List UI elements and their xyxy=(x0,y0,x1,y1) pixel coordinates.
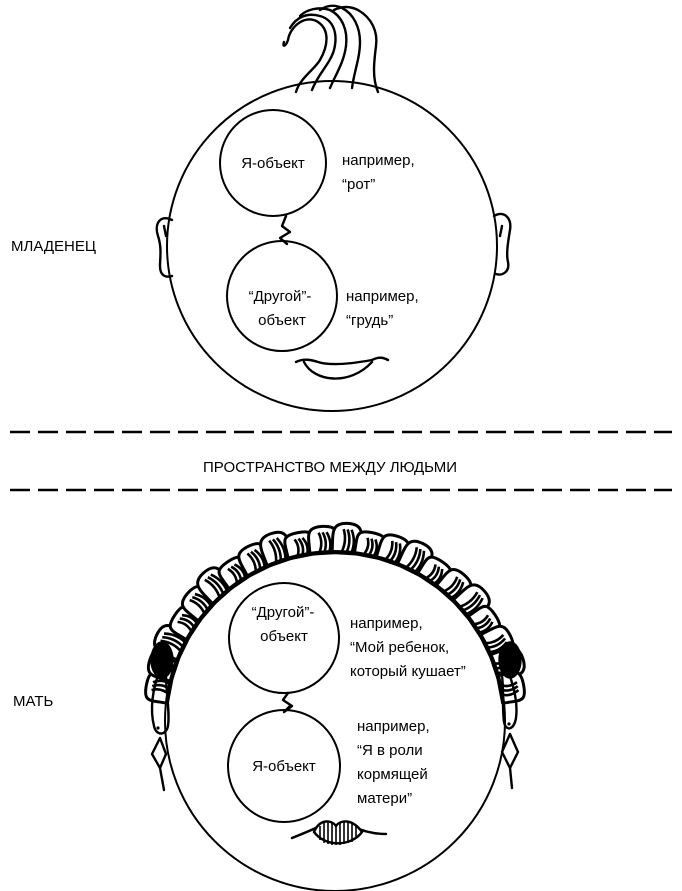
mother-hair-bun xyxy=(150,641,174,679)
infant-side-label: МЛАДЕНЕЦ xyxy=(11,238,96,255)
infant-other-example-line2: “грудь” xyxy=(346,312,393,329)
infant-mouth-icon xyxy=(294,356,390,380)
mother-self-example-line2: “Я в роли xyxy=(357,742,423,759)
mother-self-example-line3: кормящей xyxy=(357,766,428,783)
mother-other-object-label-line2: объект xyxy=(260,628,308,645)
mother-other-example-line3: который кушает” xyxy=(350,663,466,680)
mother-other-example-line2: “Мой ребенок, xyxy=(350,639,449,656)
mother-right-earring-icon xyxy=(500,668,520,790)
mother-self-object-circle xyxy=(227,709,341,823)
mother-mouth-icon xyxy=(290,820,388,845)
infant-hair-curl xyxy=(282,4,380,94)
infant-self-object-circle xyxy=(219,109,327,217)
mother-left-earring-icon xyxy=(150,668,170,792)
mother-self-example-line4: матери” xyxy=(357,790,412,807)
infant-other-object-label-line2: объект xyxy=(258,312,306,329)
mother-other-example-line1: например, xyxy=(350,615,423,632)
infant-left-ear-icon xyxy=(155,217,174,278)
infant-other-object-label-line1: “Другой”- xyxy=(249,288,312,305)
infant-self-example-line2: “рот” xyxy=(342,176,375,193)
infant-self-object-label: Я-объект xyxy=(241,155,305,172)
mother-link-zigzag xyxy=(281,691,294,714)
mother-figure: “Другой”- объект Я-объект например, “Мой… xyxy=(144,521,526,891)
divider-label: ПРОСТРАНСТВО МЕЖДУ ЛЮДЬМИ xyxy=(203,459,457,476)
infant-head xyxy=(166,80,498,412)
infant-figure: Я-объект “Другой”- объект например, “рот… xyxy=(155,4,512,412)
infant-other-example-line1: например, xyxy=(346,288,419,305)
infant-right-ear-icon xyxy=(492,212,512,276)
mother-self-example-line1: например, xyxy=(357,718,430,735)
mother-other-object-circle xyxy=(228,582,340,694)
mother-other-object-label-line1: “Другой”- xyxy=(252,604,315,621)
infant-link-zigzag xyxy=(278,214,292,246)
mother-self-object-label: Я-объект xyxy=(252,758,316,775)
infant-self-example-line1: например, xyxy=(342,152,415,169)
mother-side-label: МАТЬ xyxy=(13,693,53,710)
